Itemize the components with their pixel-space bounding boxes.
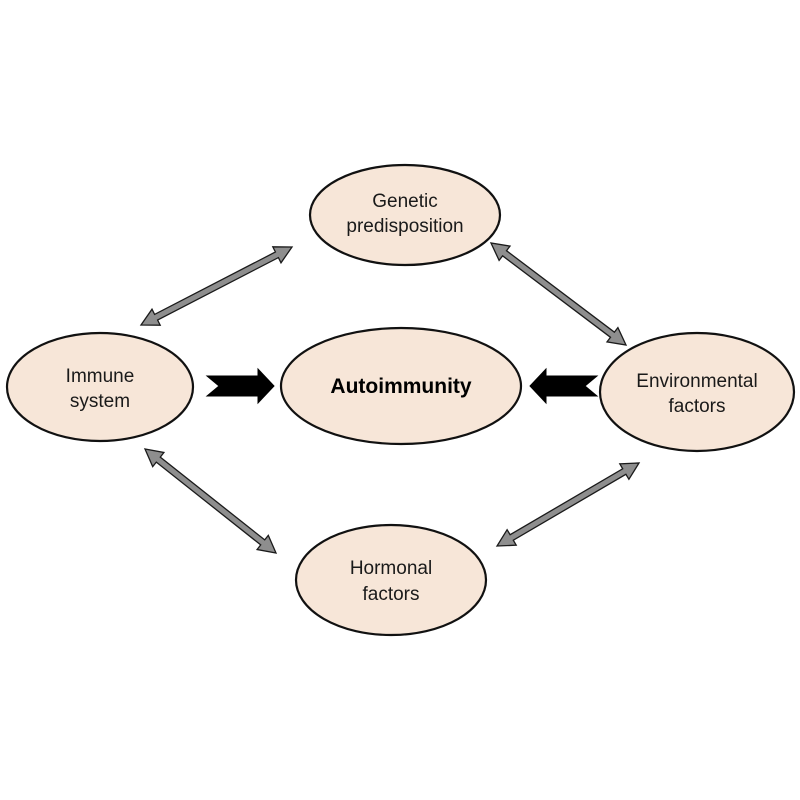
double-arrow-hormonal-environmental [495, 462, 641, 547]
genetic-ellipse [308, 163, 502, 267]
genetic-label-line2: predisposition [346, 216, 463, 237]
environmental-label-line2: factors [668, 396, 725, 417]
autoimmunity-ellipse [279, 326, 523, 446]
node-genetic-predisposition: Genetic predisposition [308, 163, 502, 267]
hormonal-label-line1: Hormonal [350, 558, 432, 579]
arrow-environmental-to-autoimmunity [529, 367, 599, 405]
node-hormonal-factors: Hormonal factors [294, 523, 488, 637]
double-arrow-genetic-immune [139, 246, 294, 326]
arrow-immune-to-autoimmunity [205, 367, 275, 405]
node-environmental-factors: Environmental factors [598, 331, 796, 453]
connectors [139, 242, 641, 554]
node-autoimmunity: Autoimmunity [279, 326, 523, 446]
double-arrow-immune-hormonal [143, 448, 278, 554]
immune-label-line2: system [70, 391, 130, 412]
environmental-ellipse [598, 331, 796, 453]
hormonal-label-line2: factors [362, 584, 419, 605]
double-arrow-genetic-environmental [489, 242, 628, 346]
node-immune-system: Immune system [5, 331, 195, 443]
immune-ellipse [5, 331, 195, 443]
autoimmunity-label: Autoimmunity [330, 375, 471, 398]
genetic-label-line1: Genetic [372, 191, 437, 212]
immune-label-line1: Immune [66, 366, 135, 387]
environmental-label-line1: Environmental [636, 371, 757, 392]
hormonal-ellipse [294, 523, 488, 637]
